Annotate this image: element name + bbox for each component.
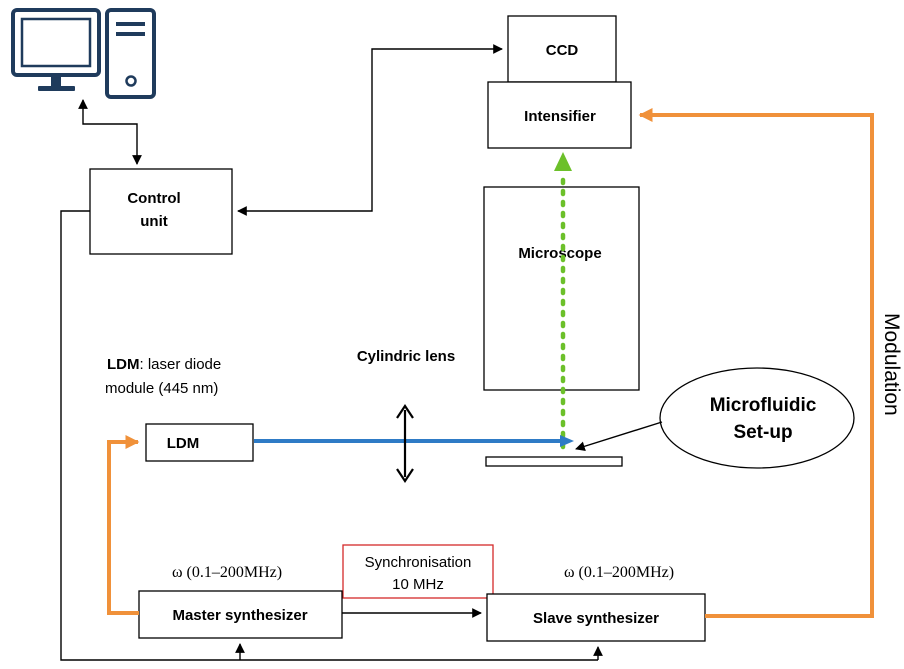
modulation-label: Modulation — [880, 313, 903, 416]
ccd-label: CCD — [546, 42, 579, 59]
control-unit-label-line1: Control — [127, 190, 180, 207]
cylindric-lens-icon — [396, 404, 414, 483]
slave-frequency-label: ω (0.1–200MHz) — [564, 564, 674, 581]
master-to-ldm-modulation — [107, 435, 140, 615]
computer-control-link — [78, 99, 142, 165]
ldm-box: LDM — [145, 423, 254, 462]
desktop-computer-icon — [11, 8, 156, 99]
control-unit-box: Control unit — [89, 168, 233, 255]
master-synthesizer-box: Master synthesizer — [138, 590, 343, 639]
cylindric-lens-label: Cylindric lens — [357, 348, 455, 365]
synchronisation-box: Synchronisation 10 MHz — [342, 544, 494, 599]
fluorescence-path — [554, 152, 572, 450]
ldm-caption-rest: : laser diode — [140, 356, 222, 373]
synchronisation-label-line1: Synchronisation — [365, 554, 472, 571]
computer-tower-icon — [105, 8, 156, 99]
control-synth-bus — [60, 210, 603, 661]
slave-synthesizer-box: Slave synthesizer — [486, 593, 706, 642]
ldm-box-label: LDM — [167, 435, 200, 452]
slave-to-intensifier-modulation — [638, 108, 874, 618]
microfluidic-setup: Microfluidic Set-up — [659, 367, 855, 469]
master-frequency-label: ω (0.1–200MHz) — [172, 564, 282, 581]
microfluidic-pointer-arrow — [575, 421, 663, 452]
slave-synthesizer-label: Slave synthesizer — [533, 610, 659, 627]
synchronisation-label-line2: 10 MHz — [392, 576, 444, 593]
microscope-label: Microscope — [518, 245, 601, 262]
monitor-icon — [11, 8, 101, 91]
master-synthesizer-label: Master synthesizer — [172, 607, 307, 624]
laser-beam-arrowhead — [560, 435, 574, 447]
ldm-caption-line2: module (445 nm) — [105, 380, 218, 397]
control-ccd-link — [237, 44, 503, 216]
laser-beam — [254, 435, 574, 447]
intensifier-box: Intensifier — [487, 81, 632, 149]
fluorescence-arrowhead — [554, 152, 572, 171]
intensifier-label: Intensifier — [524, 108, 596, 125]
control-unit-label-line2: unit — [140, 213, 168, 230]
ccd-box: CCD — [507, 15, 617, 83]
ldm-caption-line1: LDM: laser diode — [107, 356, 221, 373]
ldm-caption-bold: LDM — [107, 356, 140, 373]
microfluidic-label-line1: Microfluidic — [710, 395, 817, 416]
microfluidic-label-line2: Set-up — [733, 422, 792, 443]
sample-slide — [485, 456, 623, 467]
